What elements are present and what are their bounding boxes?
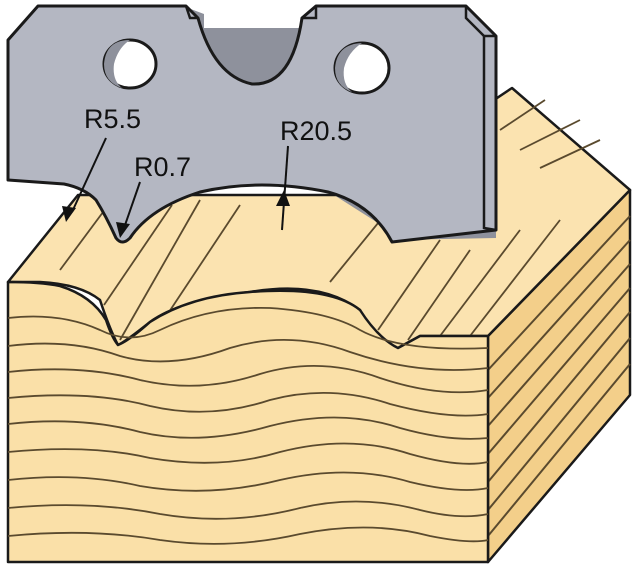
- knife-mounting-holes: [102, 38, 391, 95]
- mounting-hole-left-shade: [104, 40, 130, 88]
- arrowhead-r0-7: [116, 222, 130, 238]
- mounting-hole-right-shade: [335, 43, 362, 92]
- profile-knife: [6, 4, 498, 244]
- wood-top-grain: [59, 99, 601, 341]
- knife-bevels: [184, 5, 497, 232]
- label-r20-5: R20.5: [280, 116, 352, 146]
- r5-5-leader: [62, 137, 107, 222]
- arrowhead-r5-5: [62, 206, 76, 222]
- label-r5-5: R5.5: [84, 104, 141, 134]
- wood-block: [6, 86, 632, 564]
- wood-front-grain: [7, 306, 489, 545]
- r0-7-leader: [116, 181, 141, 238]
- wood-front-face: [6, 280, 490, 564]
- arrowhead-r20-5: [276, 190, 290, 206]
- dimension-annotations: R5.5 R0.7 R20.5: [62, 104, 352, 238]
- label-r0-7: R0.7: [134, 152, 191, 182]
- r20-5-leader: [276, 145, 290, 231]
- wood-side-layer-lines: [487, 215, 631, 537]
